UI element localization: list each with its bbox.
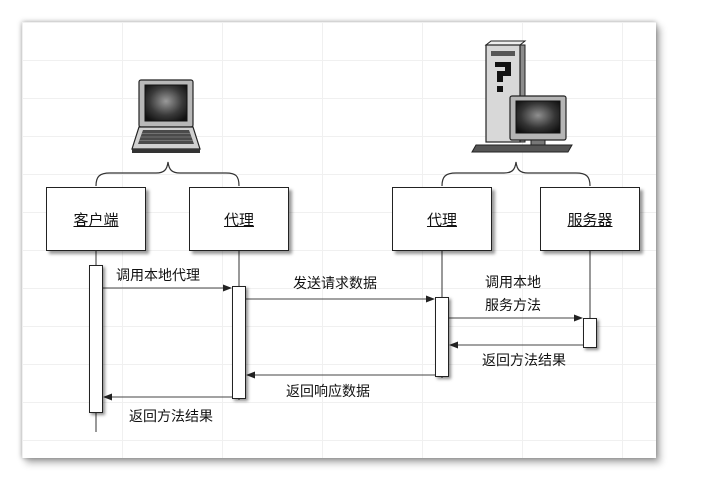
activation-bar-server-proxy [435, 297, 449, 377]
server-side-brace [441, 161, 591, 187]
laptop-front-edge [132, 149, 200, 153]
message-arrow-send-request-data [246, 295, 435, 303]
message-label-call-local-service-method-line1: 调用本地 [485, 275, 541, 291]
message-label-return-response-data: 返回响应数据 [286, 384, 370, 400]
message-label-return-method-result-to-client: 返回方法结果 [129, 409, 213, 425]
participant-server-proxy: 代理 [392, 187, 492, 251]
participant-client: 客户端 [46, 187, 146, 251]
message-arrow-return-response-data [246, 371, 435, 379]
message-label-return-method-result-to-proxy: 返回方法结果 [482, 353, 566, 369]
client-side-brace [95, 161, 240, 187]
message-label-send-request-data: 发送请求数据 [293, 276, 377, 292]
monitor-screen [515, 100, 561, 134]
tower-drive-bay [491, 51, 515, 56]
participant-label-server: 服务器 [567, 210, 613, 229]
participant-client-proxy: 代理 [189, 187, 289, 251]
message-arrow-return-method-result-to-client [103, 393, 232, 401]
message-arrow-call-local-proxy [103, 284, 232, 292]
participant-server: 服务器 [540, 187, 640, 251]
desktop-computer-icon [471, 40, 573, 153]
activation-bar-server [583, 318, 597, 348]
participant-label-client: 客户端 [73, 210, 119, 229]
activation-bar-client [89, 265, 103, 413]
tower-logo [495, 62, 511, 92]
laptop-icon [131, 79, 201, 153]
message-label-call-local-proxy: 调用本地代理 [116, 268, 200, 284]
monitor-stand [530, 139, 546, 146]
desktop-keyboard [471, 144, 573, 153]
message-label-call-local-service-method-line2: 服务方法 [485, 298, 541, 314]
participant-label-client-proxy: 代理 [223, 210, 254, 229]
message-arrow-return-method-result-to-proxy [449, 341, 583, 349]
message-arrow-call-local-service-method [449, 314, 583, 322]
laptop-screen [144, 84, 188, 122]
participant-label-server-proxy: 代理 [426, 210, 457, 229]
activation-bar-client-proxy [232, 286, 246, 399]
